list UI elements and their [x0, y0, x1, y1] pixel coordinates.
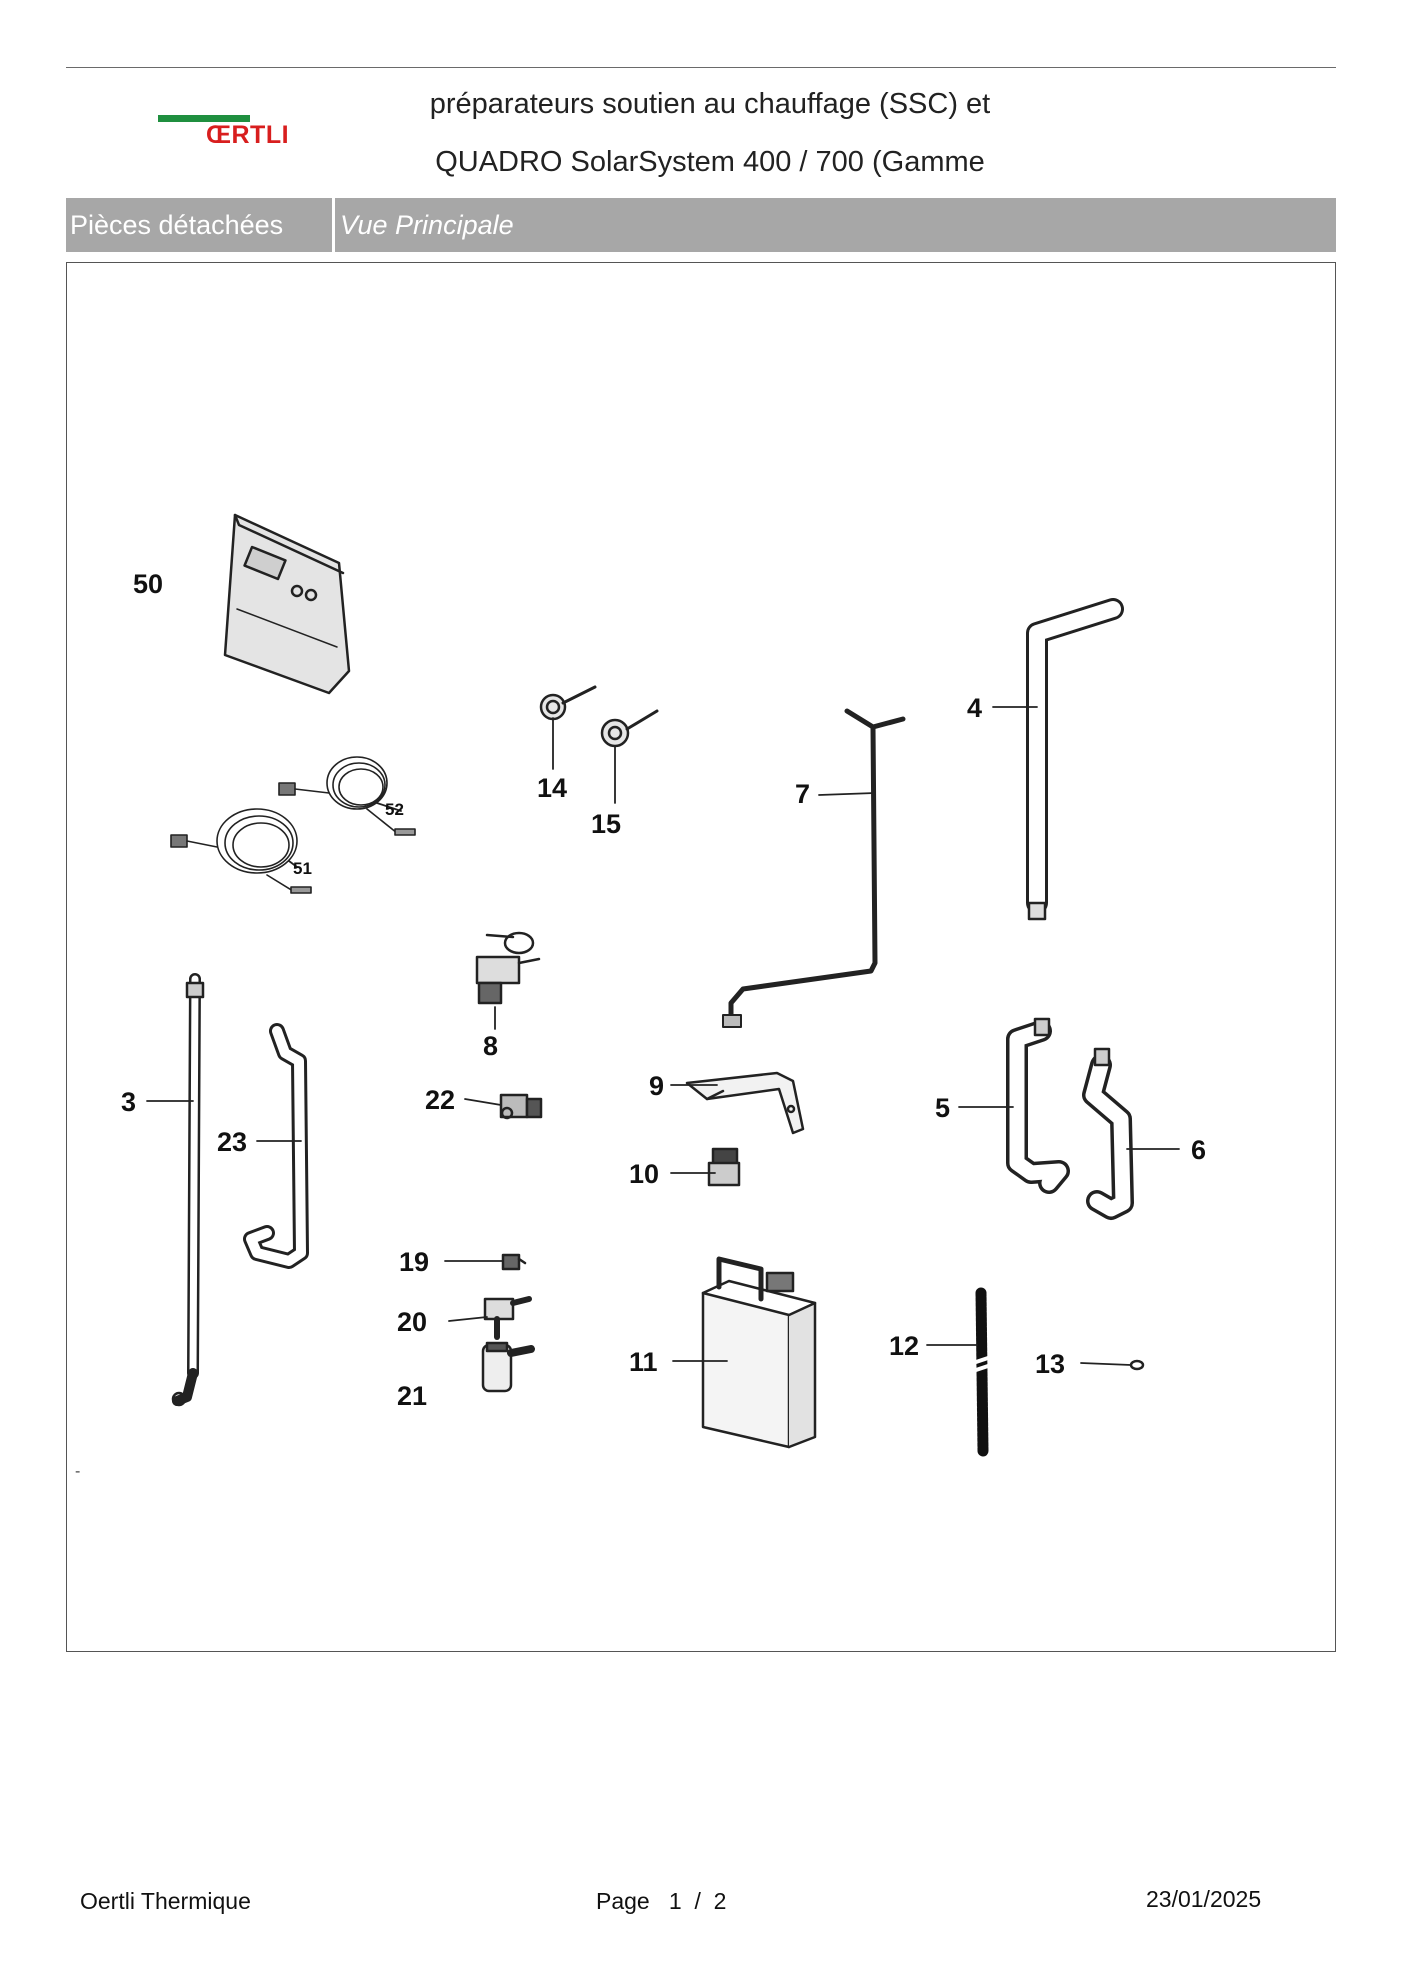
fitting-19-part	[501, 1253, 527, 1271]
thermometer-14-part	[539, 685, 597, 721]
pipe-6-part	[1082, 1047, 1134, 1220]
callout-3: 3	[121, 1087, 136, 1117]
callout-8: 8	[483, 1031, 498, 1061]
footer-date: 23/01/2025	[1146, 1886, 1262, 1912]
frame-dash: -	[75, 1463, 81, 1480]
callout-10: 10	[629, 1159, 659, 1189]
callout-6: 6	[1191, 1135, 1206, 1165]
callout-50: 50	[133, 569, 163, 599]
callout-5: 5	[935, 1093, 950, 1123]
pipe-4-part	[1026, 598, 1124, 921]
callout-23: 23	[217, 1127, 247, 1157]
callout-7: 7	[795, 779, 810, 809]
valve-8-part	[475, 931, 541, 1005]
callout-4: 4	[967, 693, 982, 723]
callout-21: 21	[397, 1381, 427, 1411]
pipe-3-part	[171, 973, 205, 1407]
callout-9: 9	[649, 1071, 664, 1101]
footer-page-separator: /	[694, 1888, 701, 1914]
callout-51: 51	[293, 859, 312, 878]
document-title-line-2: QUADRO SolarSystem 400 / 700 (Gamme	[435, 146, 985, 178]
document-title-line-1: préparateurs soutien au chauffage (SSC) …	[429, 88, 991, 120]
canister-11-part	[701, 1256, 817, 1449]
pipe-23-part	[243, 1023, 309, 1269]
footer-page-current: 1	[668, 1888, 682, 1914]
leader-lines	[146, 706, 1180, 1366]
top-rule	[66, 67, 1336, 68]
exploded-view-frame: 50 52 51 14 15 7 4 8 3 23 22 9 10 5 6 19…	[66, 262, 1336, 1652]
parts-diagram: 50 52 51 14 15 7 4 8 3 23 22 9 10 5 6 19…	[121, 513, 1206, 1457]
band-separator	[332, 198, 335, 252]
oertli-logo: ŒRTLI	[158, 112, 308, 152]
controller-unit-part	[223, 513, 351, 695]
callout-13: 13	[1035, 1349, 1065, 1379]
callout-11: 11	[629, 1347, 658, 1377]
sensor-51-part	[170, 808, 312, 894]
view-label: Vue Principale	[340, 210, 514, 240]
pipe-7-part	[722, 708, 906, 1028]
footer-page-total: 2	[713, 1888, 727, 1914]
section-label: Pièces détachées	[70, 210, 284, 240]
section-band: Pièces détachées Vue Principale	[66, 198, 1336, 252]
footer-page-indicator: Page 1 / 2	[596, 1888, 726, 1915]
pipe-5-part	[1006, 1017, 1070, 1194]
callout-19: 19	[399, 1247, 429, 1277]
logo-green-bar	[158, 115, 250, 122]
callout-15: 15	[591, 809, 621, 839]
valve-22-part	[499, 1093, 543, 1120]
filter-21-part	[481, 1341, 535, 1393]
callout-12: 12	[889, 1331, 919, 1361]
bracket-9-part	[685, 1071, 805, 1135]
logo-text: ŒRTLI	[206, 121, 290, 149]
thermometer-15-part	[600, 709, 659, 748]
footer-page-label: Page	[596, 1888, 650, 1914]
fitting-10-part	[707, 1147, 741, 1187]
ring-13-part	[1129, 1359, 1145, 1371]
sensor-52-part	[278, 756, 416, 836]
fitting-20-part	[483, 1296, 532, 1340]
callout-14: 14	[537, 773, 567, 803]
callout-22: 22	[425, 1085, 455, 1115]
callout-20: 20	[397, 1307, 427, 1337]
callout-52: 52	[385, 800, 404, 819]
threaded-rod-12-part	[971, 1287, 993, 1457]
footer-company: Oertli Thermique	[80, 1888, 251, 1914]
